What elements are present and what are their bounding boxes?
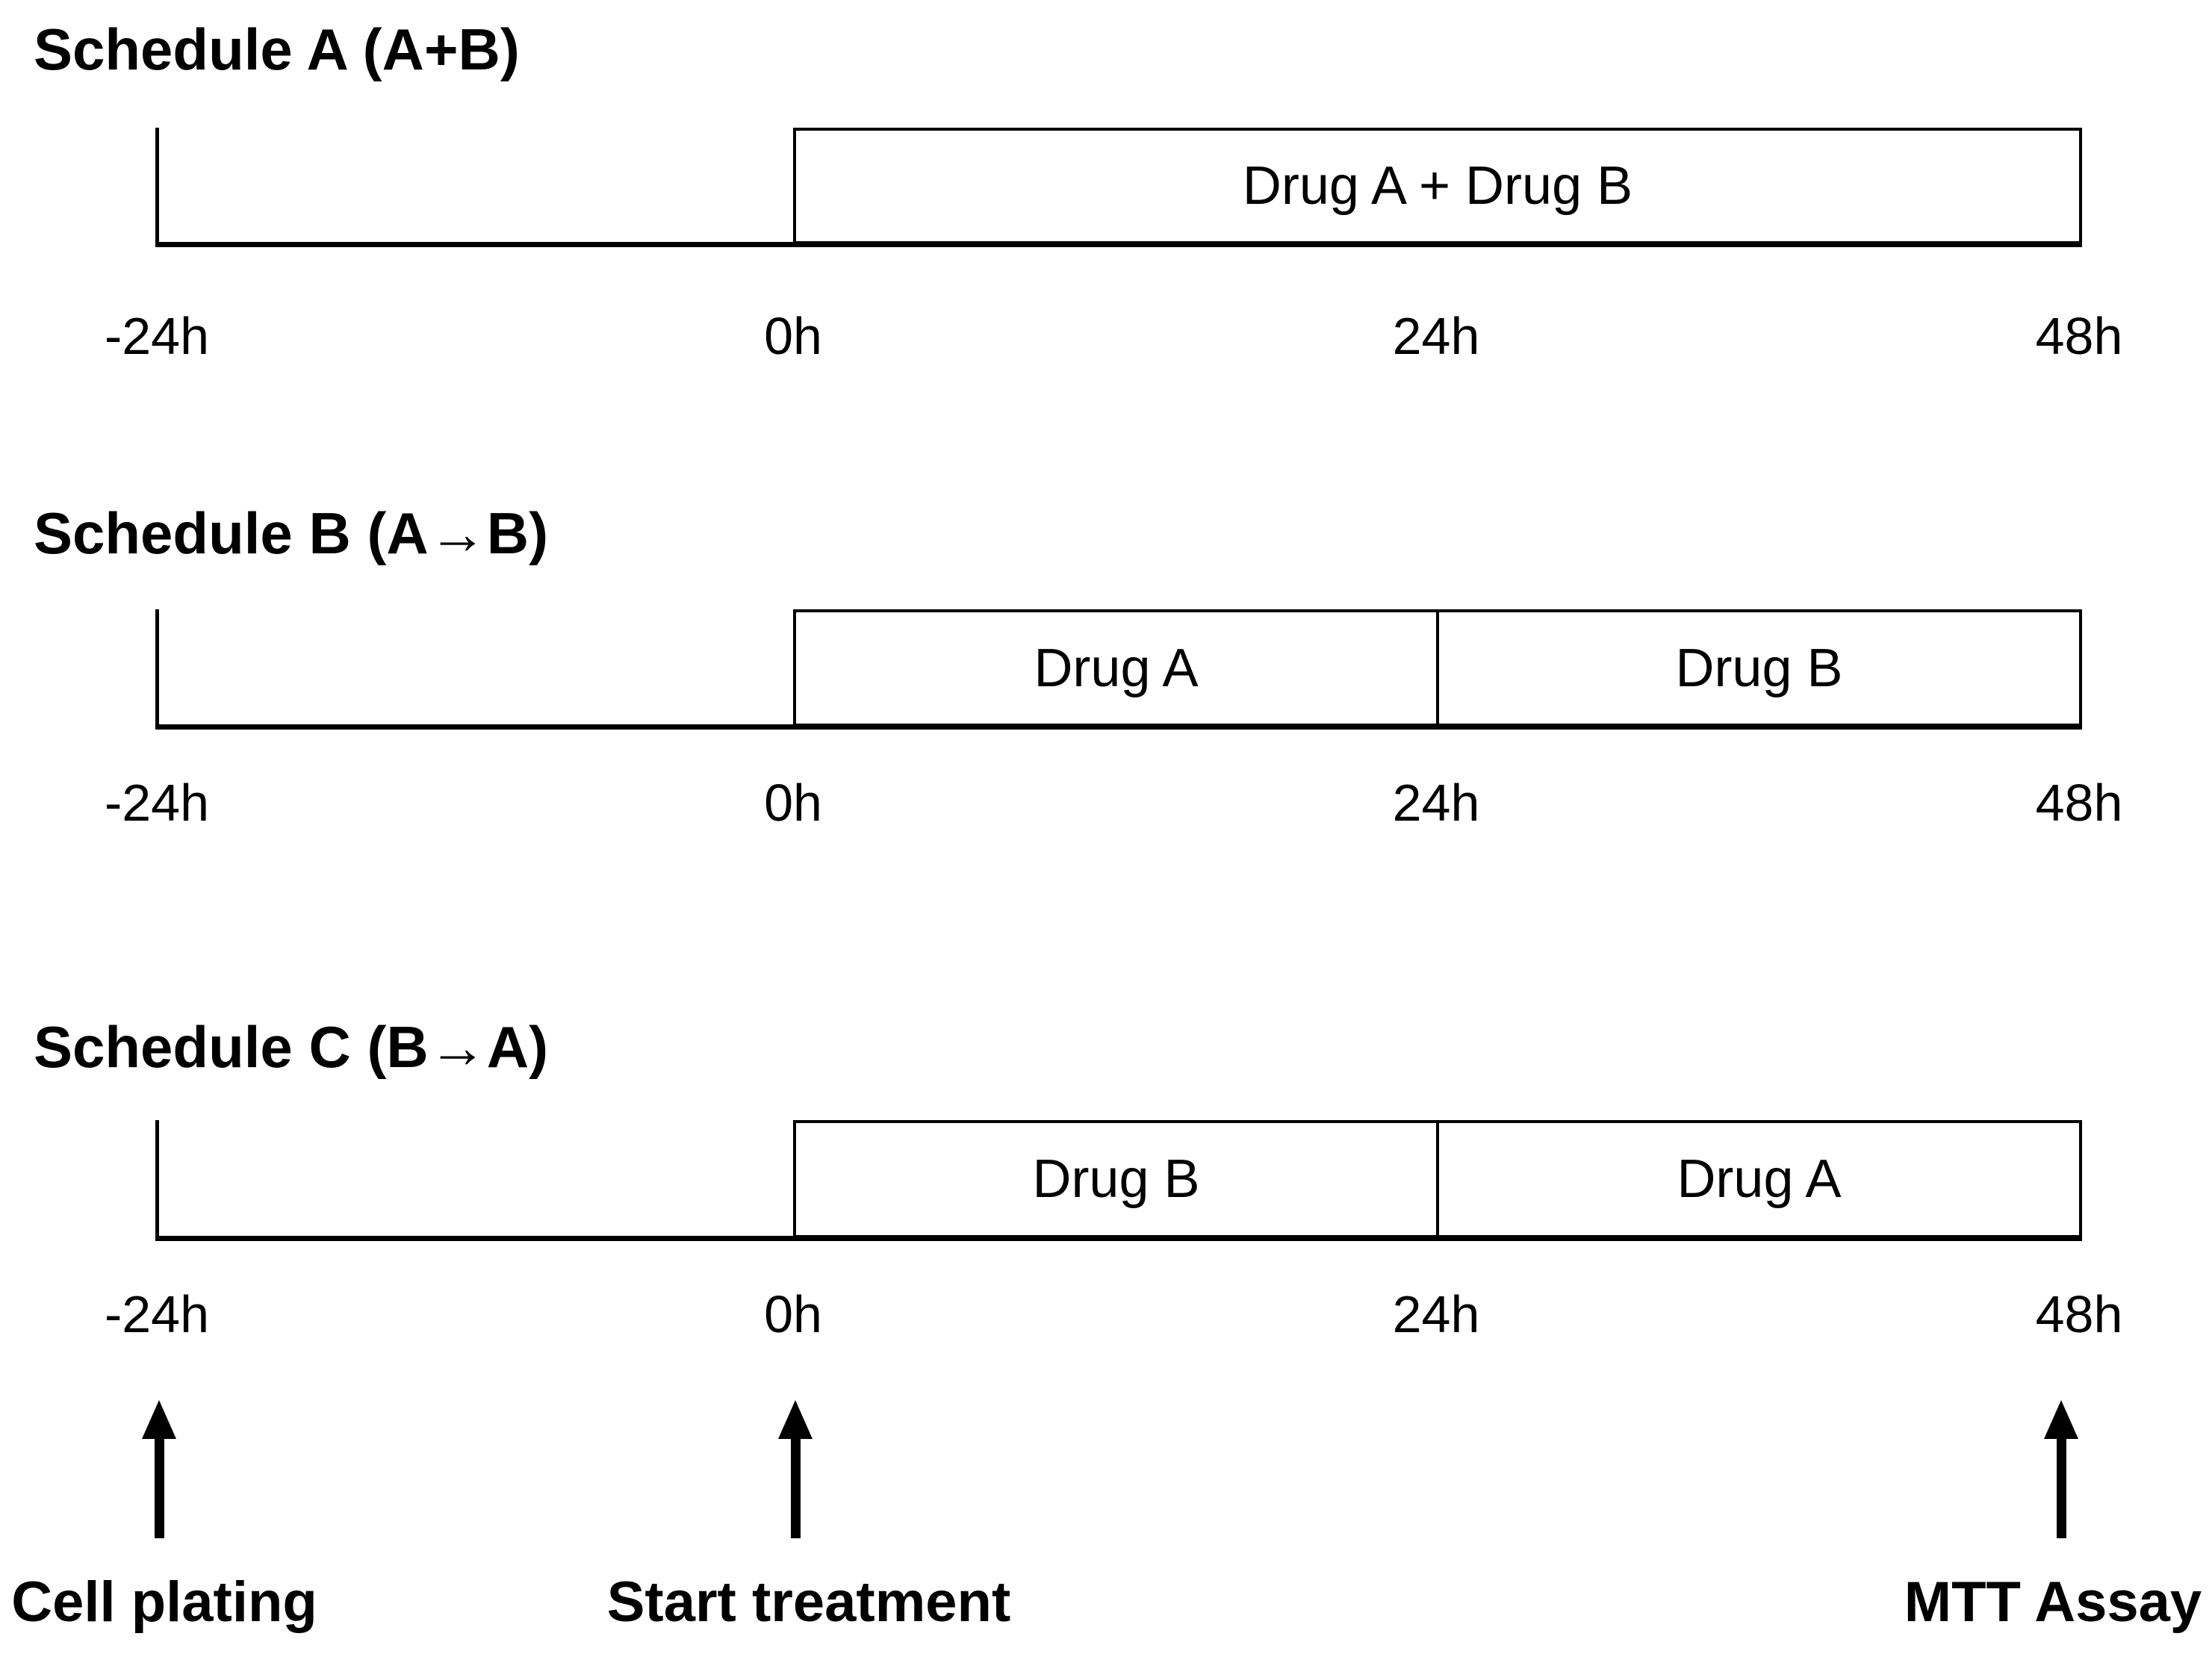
schedule-b-tick-label-24h: 24h [1392,774,1480,832]
schedule-a-tick-label-minus24h: -24h [104,307,210,365]
schedule-b-segment-2-label: Drug B [1675,638,1843,698]
schedule-b-segment-1: Drug A [796,612,1436,724]
mtt-assay-arrow-shaft [2057,1435,2066,1538]
start-treatment-arrow-shaft [791,1435,801,1538]
start-treatment-label: Start treatment [606,1570,1011,1634]
schedule-b-timeline-baseline [155,724,2082,730]
cell-plating-up-arrow-icon [142,1400,176,1439]
schedule-a-tick-label-24h: 24h [1392,307,1480,365]
cell-plating-label: Cell plating [11,1570,317,1634]
schedule-b-treatment-box: Drug A Drug B [793,609,2082,727]
start-treatment-up-arrow-icon [778,1400,813,1439]
schedule-c-tick-label-24h: 24h [1392,1285,1480,1343]
schedule-a-start-tick [155,128,159,247]
schedule-a-title: Schedule A (A+B) [34,16,520,82]
schedule-a-segment-1-label: Drug A + Drug B [1242,156,1633,216]
mtt-assay-up-arrow-icon [2044,1400,2078,1439]
schedule-c-segment-2: Drug A [1439,1123,2079,1235]
schedule-c-segment-2-label: Drug A [1677,1149,1842,1209]
mtt-assay-label: MTT Assay [1904,1570,2202,1634]
schedule-c-tick-label-48h: 48h [2035,1285,2123,1343]
schedule-c-timeline-baseline [155,1236,2082,1241]
schedule-c-tick-label-0h: 0h [764,1285,822,1343]
schedule-c-title: Schedule C (B→A) [34,1014,549,1080]
schedule-b-tick-label-0h: 0h [764,774,822,832]
schedule-c-segment-divider [1436,1123,1439,1235]
cell-plating-arrow-shaft [155,1435,164,1538]
schedule-b-segment-divider [1436,612,1439,724]
schedule-c-segment-1-label: Drug B [1032,1149,1200,1209]
schedule-b-tick-label-minus24h: -24h [104,774,210,832]
schedule-c-start-tick [155,1120,159,1241]
schedule-a-tick-label-0h: 0h [764,307,822,365]
schedule-a-timeline-baseline [155,242,2082,247]
schedule-b-segment-1-label: Drug A [1034,638,1199,698]
schedule-a-tick-label-48h: 48h [2035,307,2123,365]
schedule-c-tick-label-minus24h: -24h [104,1285,210,1343]
schedule-b-title: Schedule B (A→B) [34,500,549,566]
schedule-c-treatment-box: Drug B Drug A [793,1120,2082,1238]
schedule-c-segment-1: Drug B [796,1123,1436,1235]
schedule-b-tick-label-48h: 48h [2035,774,2123,832]
schedule-b-segment-2: Drug B [1439,612,2079,724]
schedule-b-start-tick [155,609,159,730]
schedule-a-segment-1: Drug A + Drug B [796,131,2079,241]
schedule-a-treatment-box: Drug A + Drug B [793,128,2082,244]
